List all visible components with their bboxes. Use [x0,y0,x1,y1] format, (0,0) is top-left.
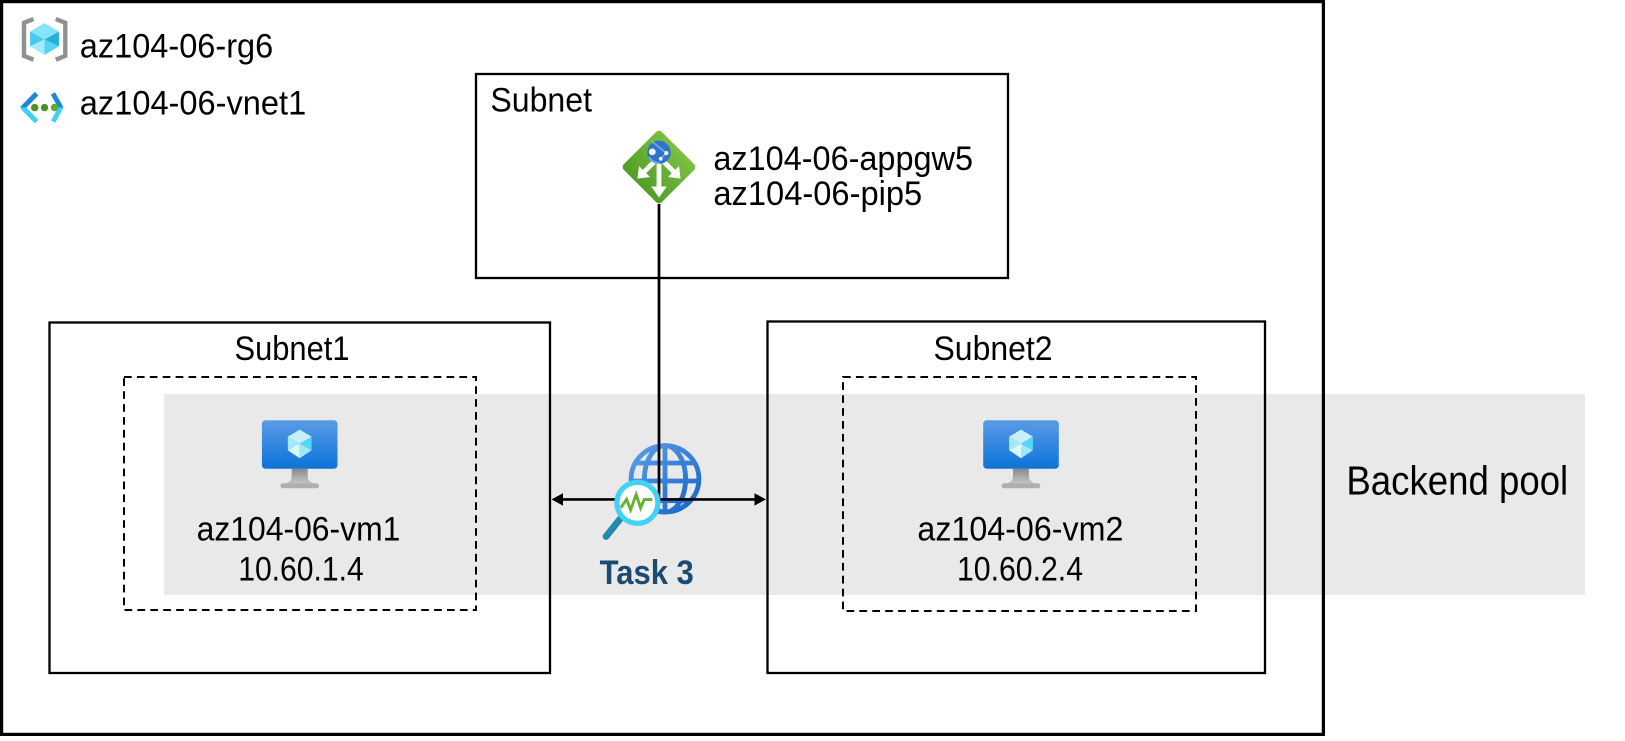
svg-text:Task 3: Task 3 [600,554,694,592]
svg-text:10.60.2.4: 10.60.2.4 [957,551,1083,589]
svg-text:Backend pool: Backend pool [1346,458,1568,504]
svg-text:az104-06-vm2: az104-06-vm2 [917,511,1123,549]
svg-text:az104-06-appgw5: az104-06-appgw5 [713,140,973,178]
svg-text:Subnet2: Subnet2 [934,330,1053,368]
svg-text:az104-06-rg6: az104-06-rg6 [80,28,273,66]
svg-text:az104-06-pip5: az104-06-pip5 [713,175,922,213]
svg-text:az104-06-vnet1: az104-06-vnet1 [80,84,306,122]
svg-text:10.60.1.4: 10.60.1.4 [238,551,364,589]
svg-text:Subnet1: Subnet1 [235,330,350,368]
svg-text:Subnet: Subnet [490,82,592,120]
svg-text:az104-06-vm1: az104-06-vm1 [197,511,401,549]
